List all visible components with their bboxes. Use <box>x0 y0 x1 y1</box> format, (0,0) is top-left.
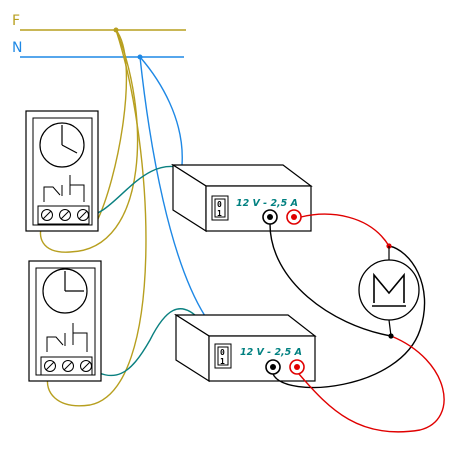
phase-line: F <box>12 13 186 31</box>
timer-switch-2 <box>28 260 102 382</box>
psu-1-rating: 12 V - 2,5 A <box>236 198 298 209</box>
neutral-label: N <box>12 40 22 56</box>
positive-terminal <box>286 209 302 225</box>
power-supply-2: 0 1 12 V - 2,5 A <box>173 313 317 383</box>
neutral-junction-dot <box>137 54 143 60</box>
neutral-line: N <box>12 40 184 58</box>
phase-wires <box>39 29 147 407</box>
power-switch[interactable]: 0 1 <box>211 195 229 221</box>
svg-text:0: 0 <box>220 348 225 357</box>
timer-1-terminals <box>41 209 89 221</box>
power-switch[interactable]: 0 1 <box>214 343 232 369</box>
svg-text:1: 1 <box>220 357 225 366</box>
timer-switch-1 <box>25 110 99 232</box>
svg-text:0: 0 <box>217 200 222 209</box>
power-supply-1: 0 1 12 V - 2,5 A <box>170 163 313 233</box>
clock-icon <box>42 268 88 314</box>
positive-terminal <box>289 359 305 375</box>
motor-wires <box>269 213 445 433</box>
clock-icon <box>39 122 85 168</box>
svg-text:1: 1 <box>217 209 222 218</box>
negative-terminal <box>265 359 281 375</box>
neutral-wires <box>139 56 206 317</box>
timer-2-terminals <box>44 360 92 372</box>
negative-terminal <box>262 209 278 225</box>
phase-junction-dot <box>113 27 119 33</box>
psu-2-rating: 12 V - 2,5 A <box>240 347 302 358</box>
motor-icon <box>358 246 420 337</box>
phase-label: F <box>12 13 20 29</box>
